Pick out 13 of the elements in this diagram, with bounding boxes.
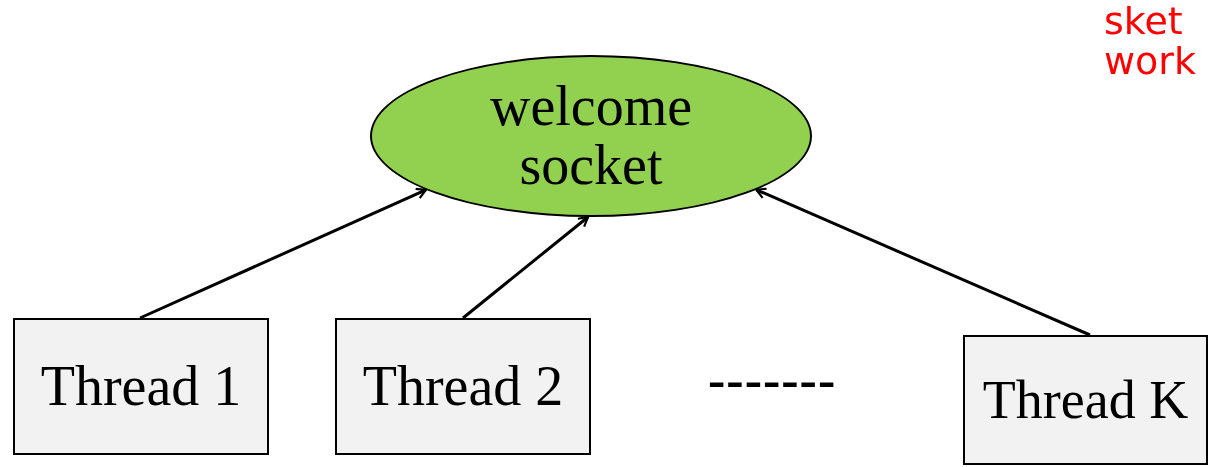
node-label: Thread K <box>982 371 1189 429</box>
node-label: welcome socket <box>488 77 694 195</box>
arrow <box>139 187 427 320</box>
arrow <box>755 187 1091 337</box>
note-text: sket <box>1104 2 1183 40</box>
thread-box <box>335 318 591 455</box>
arrow <box>462 215 590 320</box>
node-label: Thread 1 <box>40 357 242 416</box>
note-text: work <box>1104 42 1196 80</box>
thread-box <box>963 335 1208 465</box>
thread-box <box>13 318 269 455</box>
ellipsis-dashes: ------- <box>708 354 837 406</box>
node-label: Thread 2 <box>362 357 564 416</box>
